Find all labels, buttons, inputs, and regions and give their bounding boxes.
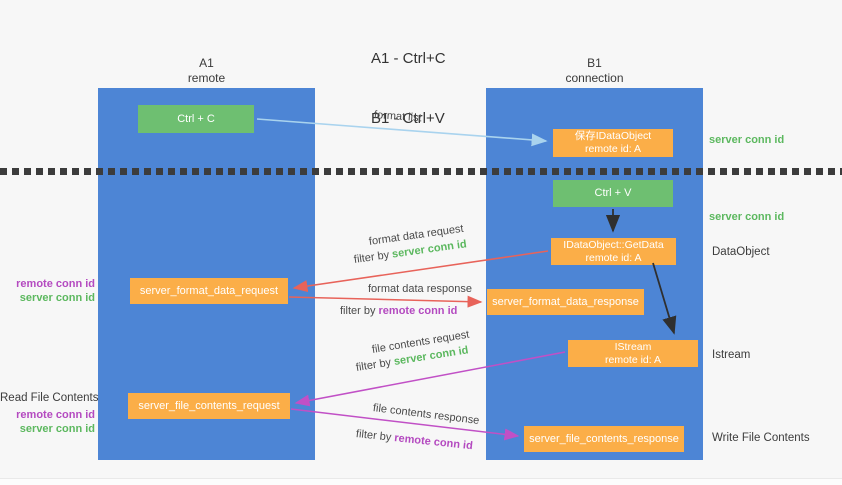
filter-by-remote-conn-id-label-1: filter by remote conn id (340, 305, 457, 317)
server-format-data-request-label: server_format_data_request (139, 284, 279, 297)
title-line-a1: A1 - Ctrl+C (371, 50, 446, 67)
istream-annotation: Istream (712, 349, 751, 361)
bottom-edge-strip (0, 478, 842, 485)
diagram-title: A1 - Ctrl+C B1 - Ctrl+V (371, 9, 446, 169)
filter-by-text: filter by (355, 428, 395, 444)
remote-conn-id-annotation-1: remote conn id (16, 278, 95, 290)
left-conn-id-annotations-1: remote conn id server conn id (0, 278, 95, 305)
server-format-data-request-node: server_format_data_request (130, 278, 288, 304)
remote-conn-id-text: remote conn id (393, 432, 474, 453)
b1-subtitle: connection (565, 70, 624, 85)
save-idataobject-line1: 保存IDataObject (574, 130, 652, 142)
save-idataobject-line2: remote id: A (584, 143, 642, 155)
format-data-response-arrow (288, 295, 483, 308)
server-conn-id-annotation-top: server conn id (709, 134, 785, 146)
left-conn-id-annotations-2: remote conn id server conn id (0, 409, 95, 436)
column-header-b1: B1 connection (486, 56, 703, 85)
ctrl-v-label: Ctrl + V (594, 187, 632, 199)
server-conn-id-annotation-left-1: server conn id (19, 291, 95, 304)
remote-conn-id-text: remote conn id (378, 305, 458, 317)
filter-by-text: filter by (353, 248, 393, 266)
ctrl-c-node: Ctrl + C (138, 105, 254, 133)
server-file-contents-response-label: server_file_contents_response (529, 432, 679, 445)
server-file-contents-request-label: server_file_contents_request (138, 399, 280, 412)
read-file-contents-annotation: Read File Contents (0, 392, 99, 404)
server-format-data-response-node: server_format_data_response (487, 289, 644, 315)
istream-line1: IStream (614, 340, 652, 353)
getdata-line1: IDataObject::GetData (563, 238, 664, 251)
column-header-a1: A1 remote (98, 56, 315, 85)
server-format-data-response-label: server_format_data_response (492, 295, 639, 308)
server-conn-id-annotation-mid: server conn id (709, 211, 785, 223)
server-file-contents-response-node: server_file_contents_response (524, 426, 684, 452)
server-file-contents-request-node: server_file_contents_request (128, 393, 290, 419)
dataobject-annotation: DataObject (712, 246, 770, 258)
a1-name: A1 (199, 56, 214, 70)
filter-by-text: filter by (340, 305, 379, 317)
getdata-line2: remote id: A (585, 251, 642, 264)
b1-name: B1 (587, 56, 602, 70)
a1-subtitle: remote (187, 70, 226, 85)
ctrl-v-node: Ctrl + V (553, 180, 673, 207)
write-file-contents-annotation: Write File Contents (712, 432, 810, 444)
filter-by-text: filter by (355, 356, 395, 374)
filter-by-remote-conn-id-label-2: filter by remote conn id (355, 428, 473, 452)
format-data-response-label: format data response (368, 283, 472, 295)
istream-line2: remote id: A (604, 353, 662, 366)
file-contents-response-label: file contents response (372, 402, 480, 427)
istream-node: IStream remote id: A (568, 340, 698, 367)
idataobject-getdata-node: IDataObject::GetData remote id: A (551, 238, 676, 265)
ctrl-c-label: Ctrl + C (177, 112, 215, 125)
remote-conn-id-annotation-2: remote conn id (16, 409, 95, 421)
server-conn-id-annotation-left-2: server conn id (19, 422, 95, 435)
session-divider-dotted-line (0, 168, 842, 175)
save-idataobject-node: 保存IDataObject remote id: A (553, 129, 673, 157)
